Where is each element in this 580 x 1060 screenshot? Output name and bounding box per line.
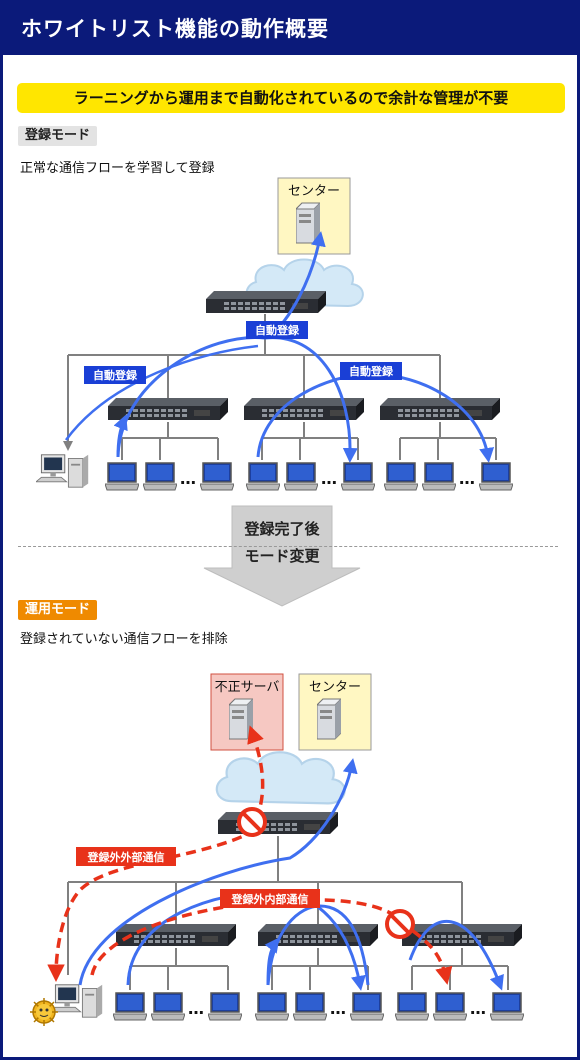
header-bar: ホワイトリスト機能の動作概要: [3, 3, 577, 55]
register-mode-diagram: センター: [36, 177, 513, 491]
mode-change-text: 登録完了後 モード変更: [232, 516, 332, 570]
cloud-icon: [215, 751, 346, 805]
register-mode-description: 正常な通信フローを学習して登録: [20, 161, 215, 176]
ellipsis-text: …: [459, 469, 475, 488]
laptop-icon: [113, 992, 147, 1021]
core-switch-icon: [206, 291, 326, 313]
pc-desktop-icon: [36, 454, 89, 488]
center-server-icon: [317, 698, 341, 740]
ellipsis-text: …: [188, 999, 204, 1018]
mode-change-line-1: 登録完了後: [244, 520, 320, 538]
operation-mode-description: 登録されていない通信フローを排除: [20, 632, 228, 647]
ellipsis-text: …: [180, 469, 196, 488]
section-divider: [18, 546, 558, 547]
summary-banner: ラーニングから運用まで自動化されているので余計な管理が不要: [17, 83, 565, 113]
page-title: ホワイトリスト機能の動作概要: [21, 17, 329, 41]
laptop-icon: [395, 992, 429, 1021]
rogue-server-icon: [229, 698, 253, 740]
laptop-icon: [350, 992, 384, 1021]
auto-register-label: 自動登録: [93, 368, 138, 382]
auto-register-label: 自動登録: [349, 364, 394, 378]
laptop-icon: [479, 462, 513, 491]
center-server-icon: [296, 202, 320, 244]
external-traffic-label-box: [76, 847, 176, 866]
auto-register-label: 自動登録: [255, 323, 300, 337]
block-icon: [237, 807, 267, 837]
mode-change-arrow: [203, 505, 361, 607]
laptop-icon: [284, 462, 318, 491]
block-icon: [385, 909, 415, 939]
register-tree-lines: [63, 314, 497, 460]
mode-change-line-2: モード変更: [244, 547, 320, 565]
malware-bug-icon: [30, 998, 58, 1026]
laptop-icon: [246, 462, 280, 491]
laptop-icon: [384, 462, 418, 491]
laptop-icon: [208, 992, 242, 1021]
laptop-icon: [105, 462, 139, 491]
laptop-icon: [200, 462, 234, 491]
auto-register-label-box: [340, 362, 402, 380]
operation-mode-tag: 運用モード: [18, 600, 98, 620]
ellipsis-text: …: [330, 999, 346, 1018]
rogue-server-label: 不正サーバ: [215, 680, 280, 695]
operation-tree-lines: [67, 836, 509, 990]
edge-switch-1-icon: [116, 924, 236, 946]
laptop-icon: [422, 462, 456, 491]
auto-register-label-box: [84, 366, 146, 384]
laptop-icon: [255, 992, 289, 1021]
auto-register-label-box: [246, 321, 308, 339]
laptop-icon: [490, 992, 524, 1021]
ellipsis-text: …: [470, 999, 486, 1018]
external-traffic-label: 登録外外部通信: [87, 850, 165, 864]
center-label: センター: [309, 680, 361, 695]
laptop-icon: [143, 462, 177, 491]
edge-switch-3-icon: [380, 398, 500, 420]
laptop-icon: [151, 992, 185, 1021]
internal-traffic-label: 登録外内部通信: [231, 892, 309, 906]
register-mode-tag: 登録モード: [18, 126, 98, 146]
operation-mode-diagram: 不正サーバ センター: [30, 673, 524, 1026]
internal-traffic-label-box: [220, 889, 320, 908]
edge-switch-1-icon: [108, 398, 228, 420]
laptop-icon: [341, 462, 375, 491]
laptop-icon: [433, 992, 467, 1021]
center-label: センター: [288, 184, 340, 199]
laptop-icon: [293, 992, 327, 1021]
ellipsis-text: …: [321, 469, 337, 488]
